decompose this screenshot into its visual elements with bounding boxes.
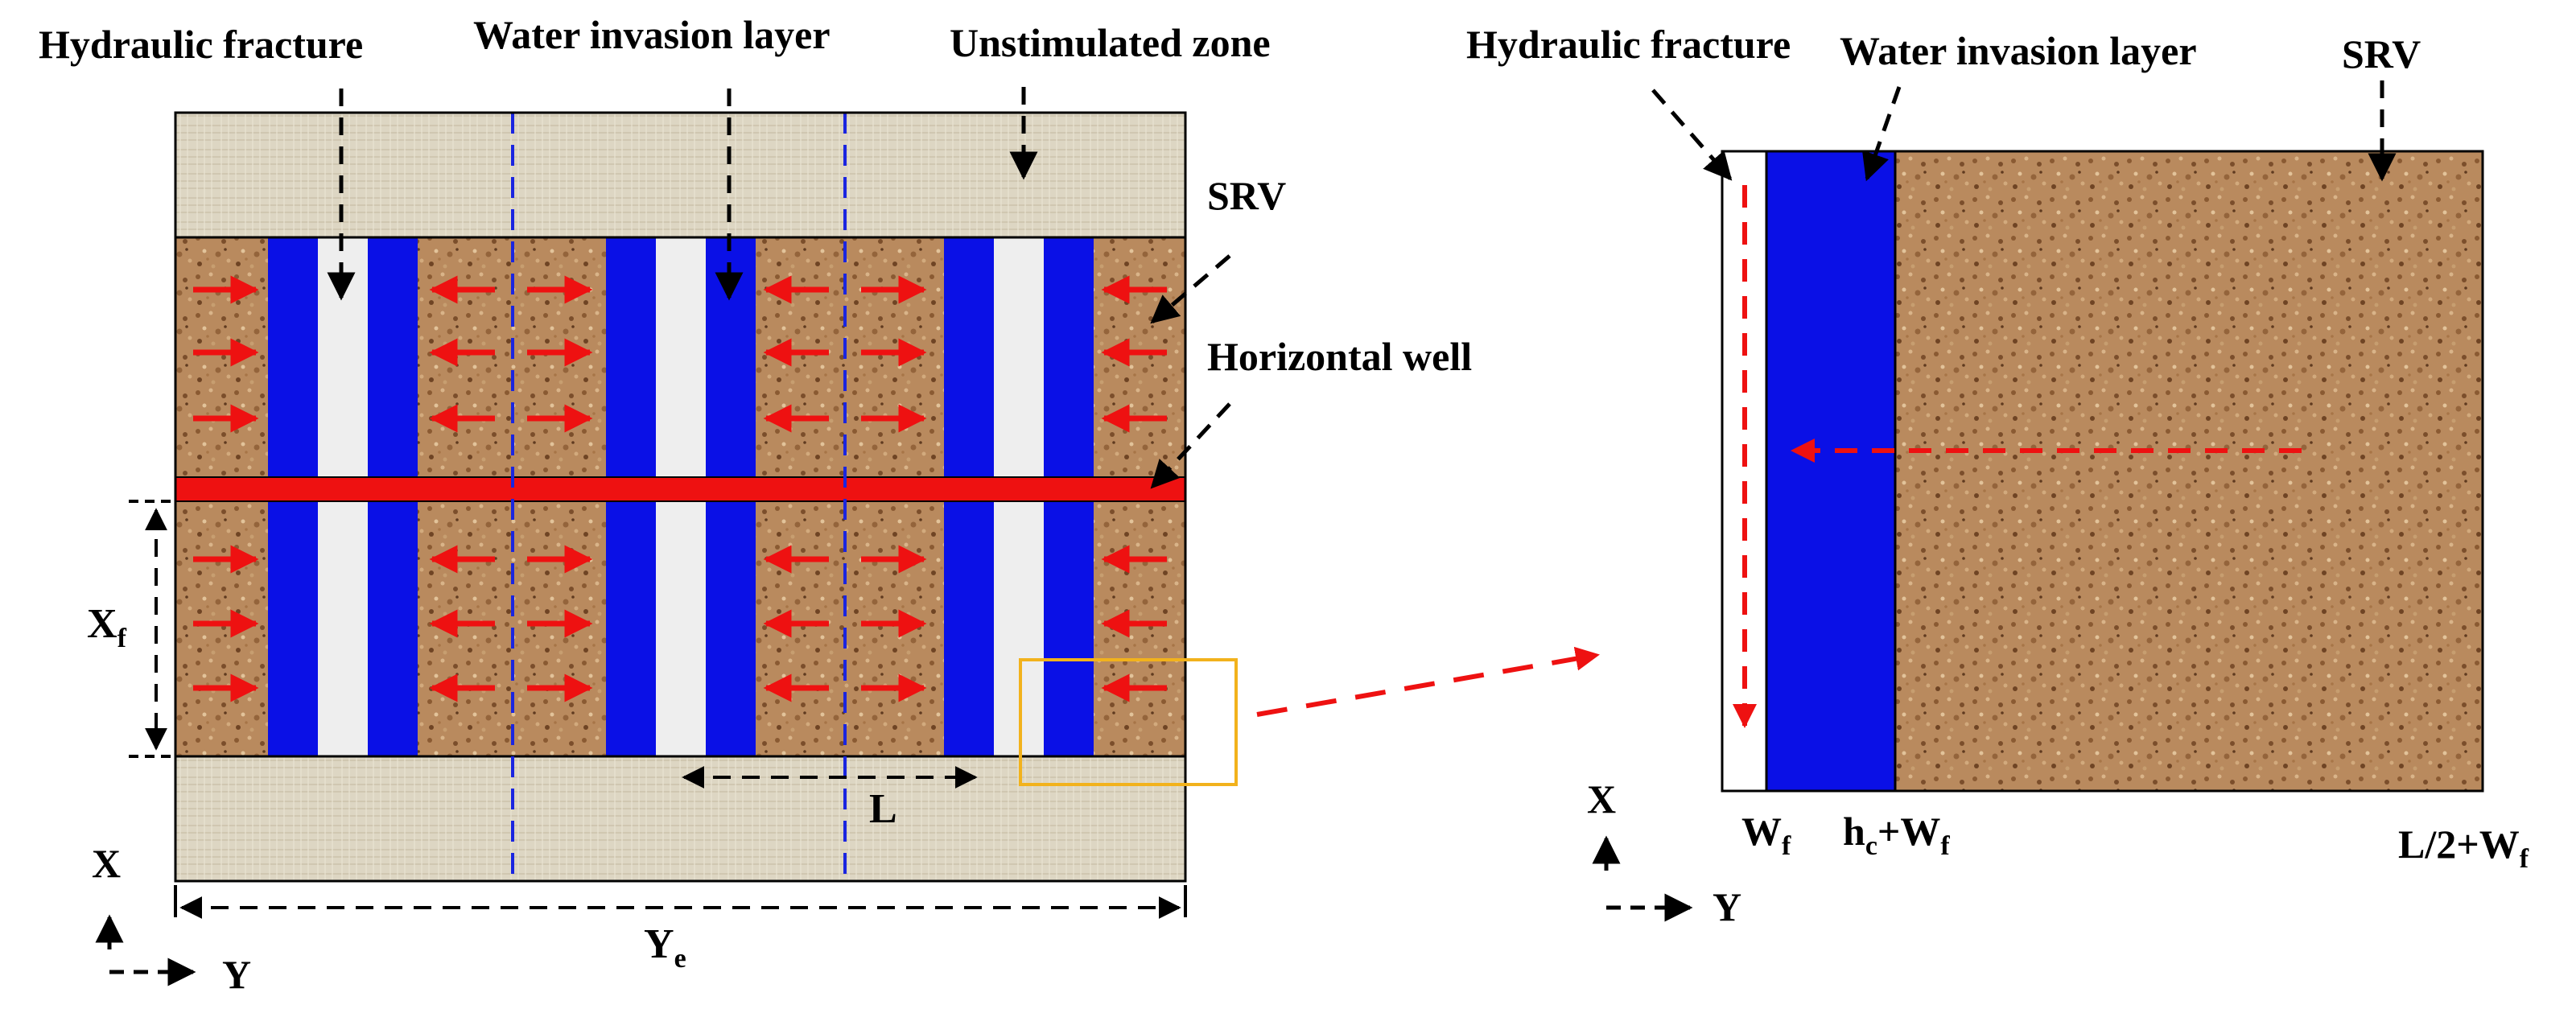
label-hydraulic-fracture: Hydraulic fracture xyxy=(1466,22,1791,67)
label-hydraulic-fracture: Hydraulic fracture xyxy=(39,22,363,67)
axis-y-label: Y xyxy=(222,952,251,997)
label-horizontal-well: Horizontal well xyxy=(1207,334,1472,379)
water-invasion-layer-left-3 xyxy=(944,237,994,477)
water-invasion-layer-right-3 xyxy=(1044,501,1094,756)
horizontal-well xyxy=(175,476,1186,502)
srv-matrix-block xyxy=(1894,150,2484,793)
label-ye: Ye xyxy=(644,921,686,974)
callout-arrows xyxy=(327,87,1231,489)
unstimulated-zone-top xyxy=(175,113,1185,237)
zoom-highlight-box xyxy=(1019,658,1238,786)
unstimulated-zone-bottom xyxy=(175,756,1185,881)
water-invasion-layer-right-1 xyxy=(368,501,418,756)
label-xf: Xf xyxy=(87,601,127,653)
right-callout-arrows xyxy=(1651,80,2397,182)
water-invasion-layer-left-2 xyxy=(606,501,656,756)
label-l2-plus-wf: L/2+Wf xyxy=(2398,822,2529,874)
hydraulic-fracture-2 xyxy=(656,501,706,756)
right-axis-indicator xyxy=(1592,835,1693,922)
label-srv: SRV xyxy=(2342,31,2421,76)
matrix-flow-arrows xyxy=(193,275,1167,702)
hydraulic-fracture-1 xyxy=(318,501,368,756)
water-invasion-strip xyxy=(1765,150,1897,793)
label-srv: SRV xyxy=(1207,173,1286,218)
water-invasion-layer-left-1 xyxy=(268,501,318,756)
label-wf: Wf xyxy=(1741,809,1791,861)
axis-x-label: X xyxy=(1587,776,1616,822)
reservoir-outline xyxy=(174,111,1187,883)
water-invasion-layer-left-2 xyxy=(606,237,656,477)
water-invasion-layer-left-3 xyxy=(944,501,994,756)
water-invasion-layer-right-2 xyxy=(706,501,756,756)
label-l: L xyxy=(869,786,897,832)
label-water-invasion-layer: Water invasion layer xyxy=(1840,28,2197,73)
dimension-markers xyxy=(129,500,1187,919)
axis-indicator xyxy=(95,914,196,986)
hydraulic-fracture-2 xyxy=(656,237,706,477)
hydraulic-fracture-3 xyxy=(994,237,1044,477)
zoom-pointer-arrow xyxy=(1256,646,1600,717)
label-water-invasion-layer: Water invasion layer xyxy=(473,12,831,57)
water-invasion-layer-left-1 xyxy=(268,237,318,477)
water-invasion-layer-right-3 xyxy=(1044,237,1094,477)
water-invasion-layer-right-1 xyxy=(368,237,418,477)
fracture-stages xyxy=(268,237,1094,756)
fracture-strip xyxy=(1721,150,1768,793)
label-hc-plus-wf: hc+Wf xyxy=(1843,809,1950,861)
axis-y-label: Y xyxy=(1713,884,1741,929)
zoomed-element-panel: Hydraulic fracture Water invasion layer … xyxy=(1466,22,2529,929)
label-unstimulated-zone: Unstimulated zone xyxy=(950,20,1271,65)
horizontal-well-model-panel: Hydraulic fracture Water invasion layer … xyxy=(39,12,1600,997)
axis-x-label: X xyxy=(92,841,121,886)
